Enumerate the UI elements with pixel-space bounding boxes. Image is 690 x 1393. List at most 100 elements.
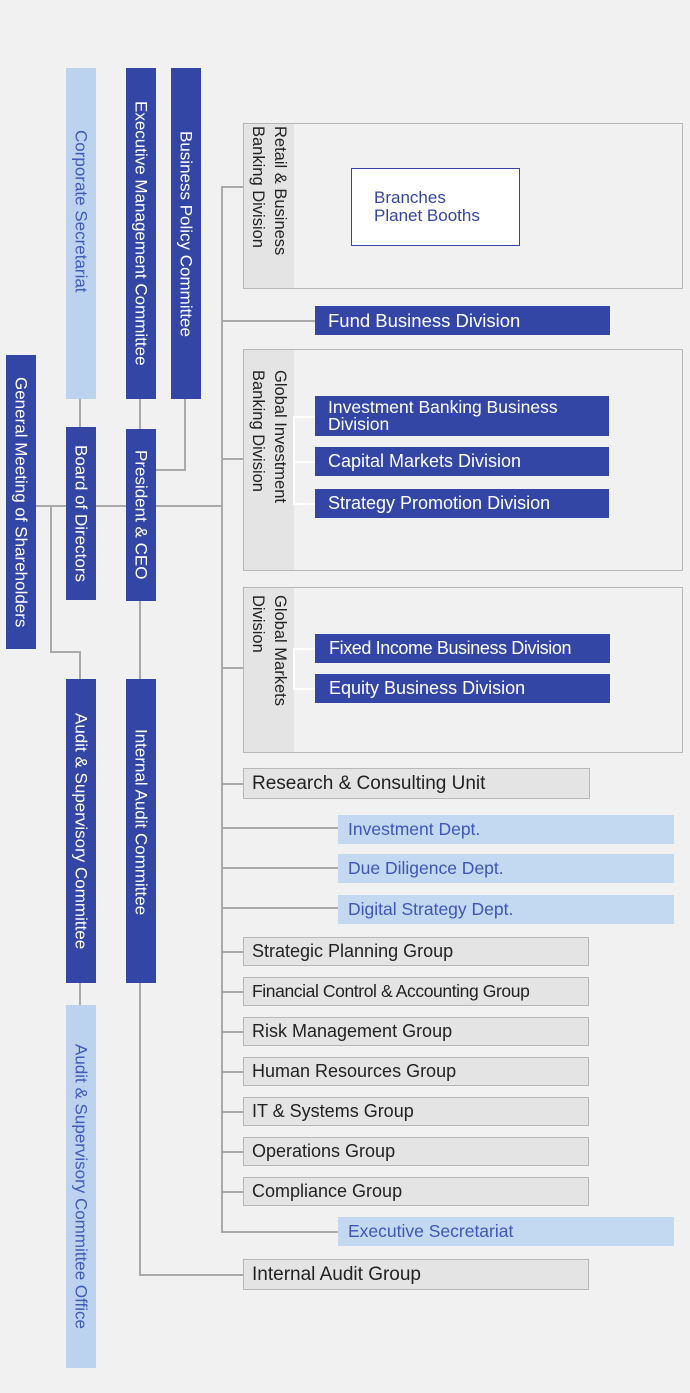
- connector-to-hr: [221, 1071, 244, 1073]
- connector-to-risk: [221, 1031, 244, 1033]
- connector-to-retail: [221, 186, 244, 188]
- digital-strategy-box: Digital Strategy Dept.: [338, 895, 674, 924]
- connector-to-research: [221, 783, 244, 785]
- connector-board-secretariat: [79, 399, 81, 427]
- human-resources-label: Human Resources Group: [252, 1061, 457, 1081]
- business-policy-box: Business Policy Committee: [171, 68, 201, 399]
- it-systems-box: IT & Systems Group: [243, 1097, 589, 1126]
- digital-strategy-label: Digital Strategy Dept.: [348, 899, 514, 919]
- equity-division-box: Equity Business Division: [315, 674, 610, 703]
- global-markets-division-box: Global Markets Division: [243, 587, 683, 753]
- corporate-secretariat-label: Corporate Secretariat: [71, 130, 91, 293]
- corporate-secretariat-box: Corporate Secretariat: [66, 68, 96, 399]
- fund-division-box: Fund Business Division: [315, 306, 610, 335]
- general-meeting-box: General Meeting of Shareholders: [6, 355, 36, 649]
- connector-to-investment: [221, 827, 338, 829]
- connector-to-strategic: [221, 951, 244, 953]
- board-box: Board of Directors: [66, 427, 96, 600]
- executive-committee-label: Executive Management Committee: [131, 101, 151, 366]
- global-ib-label: Global Investment Banking Division: [249, 370, 289, 503]
- connector-president-internal-audit: [139, 601, 141, 679]
- fund-division-label: Fund Business Division: [328, 309, 521, 331]
- connector-main-vertical: [221, 186, 223, 1233]
- it-systems-label: IT & Systems Group: [252, 1101, 414, 1121]
- risk-management-label: Risk Management Group: [252, 1021, 453, 1041]
- branches-line1: Branches: [374, 188, 446, 207]
- due-diligence-label: Due Diligence Dept.: [348, 858, 504, 878]
- operations-label: Operations Group: [252, 1141, 396, 1161]
- global-markets-connector-1: [293, 648, 316, 650]
- global-ib-connector-3: [293, 503, 316, 505]
- connector-gm-to-audit: [50, 506, 52, 652]
- audit-committee-label: Audit & Supervisory Committee: [71, 712, 91, 950]
- capital-markets-division-box: Capital Markets Division: [315, 447, 609, 476]
- compliance-label: Compliance Group: [252, 1181, 403, 1201]
- connector-internal-audit-group: [139, 1274, 244, 1276]
- connector-to-it: [221, 1111, 244, 1113]
- general-meeting-label: General Meeting of Shareholders: [11, 376, 31, 628]
- financial-control-box: Financial Control & Accounting Group: [243, 977, 589, 1006]
- strategic-planning-label: Strategic Planning Group: [252, 941, 454, 961]
- financial-control-label: Financial Control & Accounting Group: [252, 981, 530, 1001]
- connector-to-due-diligence: [221, 867, 338, 869]
- retail-division-box: Retail & Business Banking Division Branc…: [243, 123, 683, 289]
- connector-policy-h: [155, 469, 186, 471]
- internal-audit-committee-label: Internal Audit Committee: [131, 729, 151, 916]
- connector-to-global-markets: [221, 667, 244, 669]
- research-unit-label: Research & Consulting Unit: [252, 772, 486, 794]
- global-markets-connector-2: [293, 688, 316, 690]
- research-unit-box: Research & Consulting Unit: [243, 768, 590, 799]
- global-markets-label-panel: Global Markets Division: [244, 588, 294, 752]
- internal-audit-group-box: Internal Audit Group: [243, 1259, 589, 1290]
- connector-president-exec: [139, 399, 141, 429]
- connector-audit-stub-v: [79, 651, 81, 679]
- connector-audit-stub-h: [50, 651, 81, 653]
- equity-division-label: Equity Business Division: [329, 678, 526, 698]
- connector-to-digital: [221, 907, 338, 909]
- global-ib-connector-2: [293, 461, 316, 463]
- investment-banking-division-label: Investment Banking Business Division: [328, 397, 558, 434]
- connector-policy-down: [184, 399, 186, 471]
- retail-division-label: Retail & Business Banking Division: [249, 126, 289, 256]
- connector-audit-office: [79, 983, 81, 1005]
- connector-to-fund: [221, 320, 316, 322]
- audit-committee-office-label: Audit & Supervisory Committee Office: [71, 1043, 91, 1329]
- internal-audit-group-label: Internal Audit Group: [252, 1263, 421, 1285]
- compliance-box: Compliance Group: [243, 1177, 589, 1206]
- connector-to-compliance: [221, 1191, 244, 1193]
- capital-markets-division-label: Capital Markets Division: [328, 451, 522, 471]
- global-markets-connector-v: [293, 648, 295, 690]
- branches-line2: Planet Booths: [374, 206, 480, 225]
- audit-committee-box: Audit & Supervisory Committee: [66, 679, 96, 983]
- strategy-promotion-division-box: Strategy Promotion Division: [315, 489, 609, 518]
- strategic-planning-box: Strategic Planning Group: [243, 937, 589, 966]
- investment-dept-box: Investment Dept.: [338, 815, 674, 844]
- connector-internal-audit-down: [139, 983, 141, 1276]
- internal-audit-committee-box: Internal Audit Committee: [126, 679, 156, 983]
- business-policy-label: Business Policy Committee: [176, 130, 196, 337]
- executive-committee-box: Executive Management Committee: [126, 68, 156, 399]
- fixed-income-division-label: Fixed Income Business Division: [329, 638, 572, 658]
- global-ib-label-panel: Global Investment Banking Division: [244, 350, 294, 570]
- investment-banking-division-box: Investment Banking Business Division: [315, 396, 609, 436]
- fixed-income-division-box: Fixed Income Business Division: [315, 634, 610, 663]
- strategy-promotion-division-label: Strategy Promotion Division: [328, 493, 551, 513]
- executive-secretariat-box: Executive Secretariat: [338, 1217, 674, 1246]
- president-box: President & CEO: [126, 429, 156, 601]
- global-markets-label: Global Markets Division: [249, 595, 289, 706]
- operations-box: Operations Group: [243, 1137, 589, 1166]
- risk-management-box: Risk Management Group: [243, 1017, 589, 1046]
- board-label: Board of Directors: [71, 445, 91, 582]
- branches-box: Branches Planet Booths: [351, 168, 520, 246]
- president-label: President & CEO: [131, 450, 151, 580]
- global-ib-connector-v: [293, 416, 295, 505]
- connector-to-global-ib: [221, 458, 244, 460]
- executive-secretariat-label: Executive Secretariat: [348, 1221, 514, 1241]
- connector-to-operations: [221, 1151, 244, 1153]
- audit-committee-office-box: Audit & Supervisory Committee Office: [66, 1005, 96, 1368]
- connector-to-financial: [221, 991, 244, 993]
- human-resources-box: Human Resources Group: [243, 1057, 589, 1086]
- connector-to-exec-secretariat: [221, 1231, 338, 1233]
- retail-division-label-panel: Retail & Business Banking Division: [244, 124, 294, 288]
- investment-dept-label: Investment Dept.: [348, 819, 481, 839]
